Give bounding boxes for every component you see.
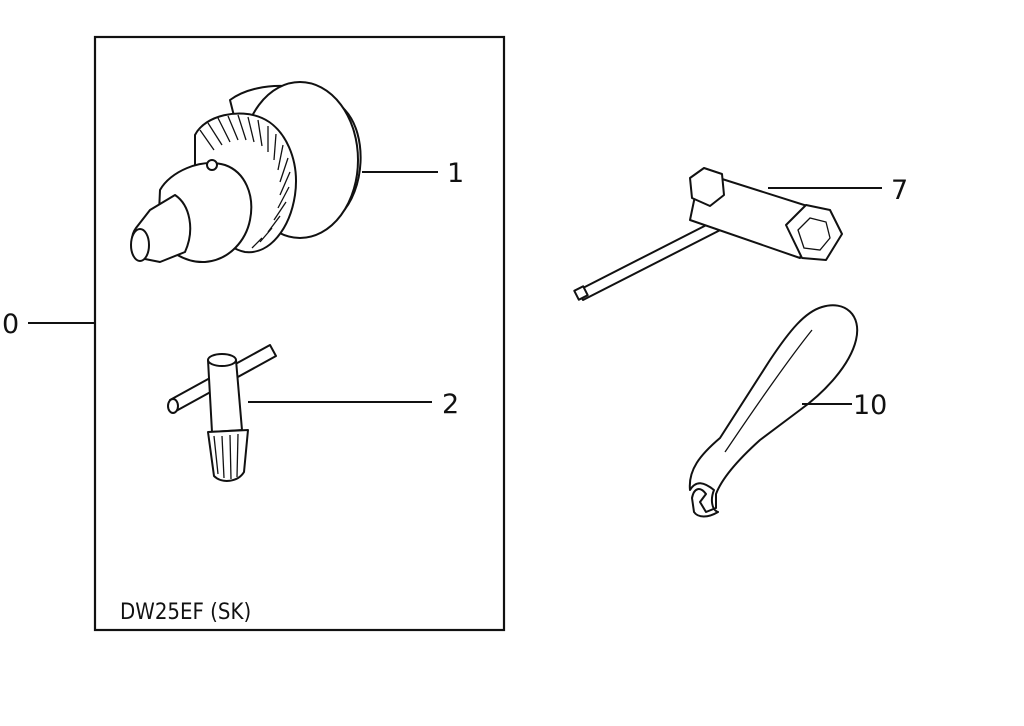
box-wrench: 7	[573, 167, 908, 301]
kit-box	[93, 35, 506, 632]
chuck-teeth	[199, 114, 291, 249]
callout-7-label: 7	[891, 175, 908, 206]
callout-2-label: 2	[442, 389, 459, 420]
callout-10-label: 10	[853, 390, 887, 421]
hook-spanner: 10	[688, 304, 887, 518]
callout-0-label: 0	[2, 309, 19, 340]
callout-0: 0	[2, 309, 95, 340]
chuck-key: 2	[167, 344, 459, 482]
callout-1-label: 1	[447, 158, 464, 189]
model-label: DW25EF (SK)	[120, 600, 251, 625]
drill-chuck: 1	[130, 81, 464, 264]
